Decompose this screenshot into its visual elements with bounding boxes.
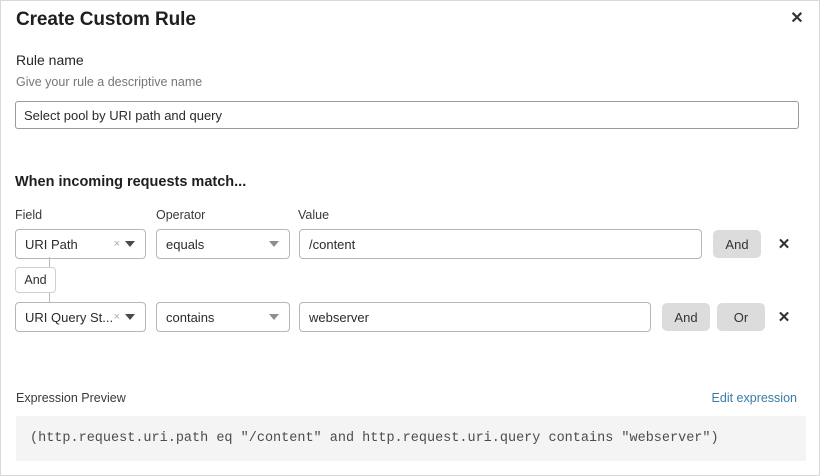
close-icon[interactable]: ✕: [790, 10, 804, 27]
rule-name-input[interactable]: [15, 101, 799, 129]
match-section-heading: When incoming requests match...: [15, 174, 247, 190]
delete-condition-icon-2[interactable]: ✕: [777, 308, 791, 326]
chevron-down-icon: [269, 241, 279, 247]
column-header-field: Field: [15, 208, 43, 222]
chevron-down-icon: [269, 314, 279, 320]
and-button-2[interactable]: And: [662, 303, 710, 331]
dialog-title: Create Custom Rule: [16, 9, 196, 30]
condition-connector: And: [1, 257, 201, 305]
operator-select-2[interactable]: contains: [156, 302, 290, 332]
expression-preview-text: (http.request.uri.path eq "/content" and…: [30, 431, 719, 446]
field-select-2-value: URI Query St...: [25, 309, 112, 325]
condition-row: URI Query St... × contains And Or ✕: [1, 302, 820, 332]
clear-icon[interactable]: ×: [113, 237, 120, 250]
operator-select-1[interactable]: equals: [156, 229, 290, 259]
rule-name-label: Rule name: [16, 52, 84, 68]
value-input-1[interactable]: [299, 229, 702, 259]
connector-line-top: [49, 257, 50, 268]
expression-preview-label: Expression Preview: [16, 391, 126, 405]
clear-icon[interactable]: ×: [113, 310, 120, 323]
column-header-value: Value: [298, 208, 330, 222]
or-button-2[interactable]: Or: [717, 303, 765, 331]
connector-and-badge[interactable]: And: [15, 267, 56, 293]
chevron-down-icon: [125, 314, 135, 320]
operator-select-2-value: contains: [166, 309, 215, 325]
connector-line-bottom: [49, 293, 50, 303]
value-input-2[interactable]: [299, 302, 651, 332]
condition-row: URI Path × equals And ✕: [1, 229, 820, 259]
delete-condition-icon-1[interactable]: ✕: [777, 235, 791, 253]
chevron-down-icon: [125, 241, 135, 247]
expression-preview-box: (http.request.uri.path eq "/content" and…: [16, 416, 806, 461]
field-select-1-value: URI Path: [25, 236, 78, 252]
field-select-1[interactable]: URI Path ×: [15, 229, 146, 259]
rule-name-help-text: Give your rule a descriptive name: [16, 75, 203, 89]
column-header-operator: Operator: [156, 208, 206, 222]
operator-select-1-value: equals: [166, 236, 205, 252]
field-select-2[interactable]: URI Query St... ×: [15, 302, 146, 332]
and-button-1[interactable]: And: [713, 230, 761, 258]
edit-expression-link[interactable]: Edit expression: [711, 391, 797, 405]
